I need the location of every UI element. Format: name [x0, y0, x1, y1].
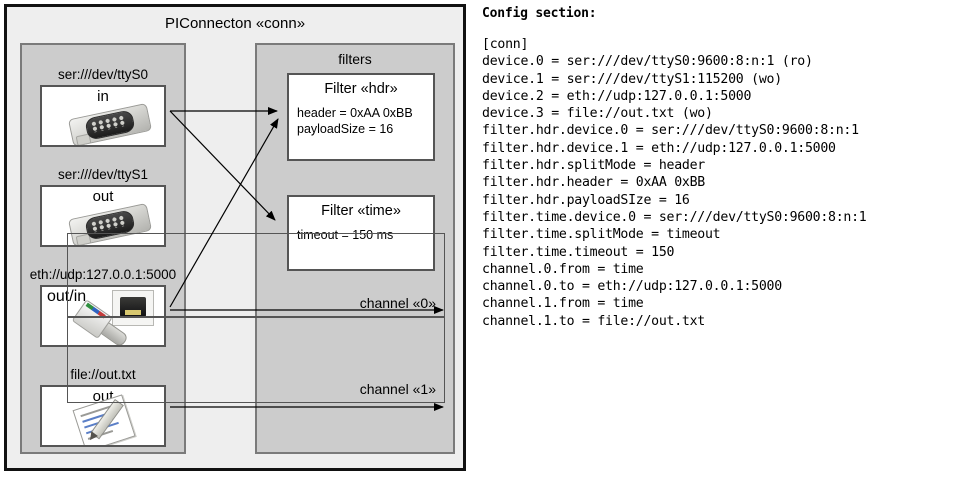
device-box-ttys1[interactable]: out — [40, 185, 166, 247]
filter-time-title: Filter «time» — [321, 203, 401, 219]
config-section: Config section: [conn] device.0 = ser://… — [482, 6, 958, 330]
device-box-file[interactable]: out — [40, 385, 166, 447]
filters-panel-title: filters — [338, 51, 372, 67]
filter-card-hdr[interactable]: Filter «hdr» header = 0xAA 0xBB payloadS… — [287, 73, 435, 161]
filters-panel: filters Filter «hdr» header = 0xAA 0xBB … — [255, 43, 455, 454]
device-group-ttys0[interactable]: ser:///dev/ttyS0 in — [22, 67, 184, 151]
device-io-ttys1: out — [92, 188, 114, 205]
filter-hdr-props: header = 0xAA 0xBB payloadSize = 16 — [297, 105, 413, 137]
filter-time-prop-timeout: timeout = 150 ms — [297, 228, 394, 242]
config-lines: [conn] device.0 = ser:///dev/ttyS0:9600:… — [482, 37, 867, 329]
device-group-file[interactable]: file://out.txt out — [22, 367, 184, 451]
diagram-title: PIConnecton «conn» — [164, 15, 306, 32]
device-group-ttys1[interactable]: ser:///dev/ttyS1 out — [22, 167, 184, 251]
device-label-eth: eth://udp:127.0.0.1:5000 — [29, 267, 177, 282]
filter-hdr-prop-payload: payloadSize = 16 — [297, 122, 394, 136]
channel-0-region[interactable]: channel «0» — [67, 233, 445, 317]
filter-hdr-prop-header: header = 0xAA 0xBB — [297, 106, 413, 120]
device-io-eth: out/in — [47, 288, 87, 305]
channel-0-label: channel «0» — [359, 295, 436, 311]
device-label-ttys1: ser:///dev/ttyS1 — [57, 167, 149, 182]
channel-1-label: channel «1» — [359, 381, 436, 397]
filter-time-props: timeout = 150 ms — [297, 227, 393, 243]
channel-1-region[interactable]: channel «1» — [67, 317, 445, 403]
filter-hdr-title: Filter «hdr» — [324, 81, 398, 97]
devices-panel: ser:///dev/ttyS0 in ser:///dev/ttyS1 out — [20, 43, 186, 454]
device-io-ttys0: in — [97, 88, 109, 105]
ethernet-rj45-icon — [112, 290, 154, 326]
device-label-file: file://out.txt — [70, 367, 136, 382]
connection-diagram: PIConnecton «conn» ser:///dev/ttyS0 in s… — [4, 4, 466, 471]
device-label-ttys0: ser:///dev/ttyS0 — [57, 67, 149, 82]
config-heading: Config section: — [482, 6, 597, 21]
device-box-ttys0[interactable]: in — [40, 85, 166, 147]
